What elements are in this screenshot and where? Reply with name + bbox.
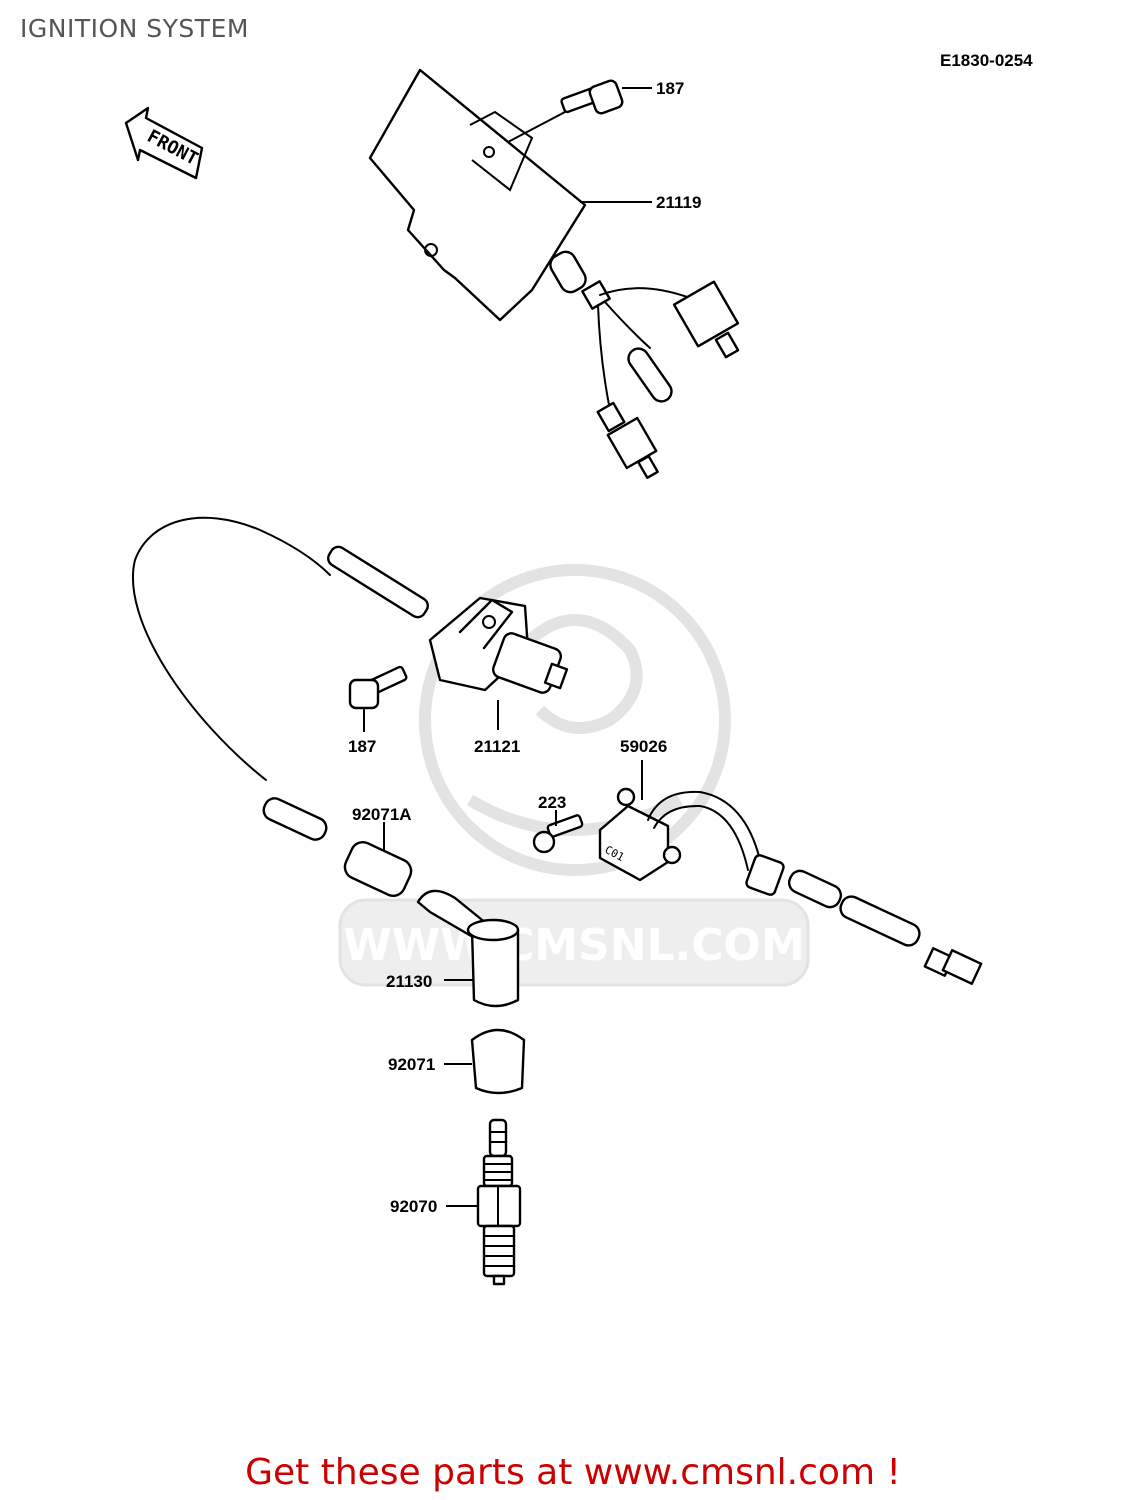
bolt-187-lower	[348, 665, 408, 710]
watermark-logo: WWW.CMSNL.COM	[338, 564, 810, 987]
leader-bolt-187-top	[507, 111, 566, 143]
callout-21130: 21130	[386, 972, 432, 991]
footer-link[interactable]: Get these parts at www.cmsnl.com !	[245, 1452, 901, 1493]
plug-cap	[416, 889, 520, 1008]
igniter-unit	[368, 68, 740, 479]
cap-92071a	[343, 841, 413, 897]
diagram-code: E1830-0254	[940, 51, 1033, 70]
bolt-187-top	[560, 79, 624, 115]
callout-21119: 21119	[656, 193, 701, 212]
ignition-coil	[132, 516, 569, 841]
callout-187-lower: 187	[348, 737, 376, 756]
callout-92071: 92071	[388, 1055, 435, 1074]
callout-21121: 21121	[474, 737, 520, 756]
cap-92071	[470, 1028, 526, 1095]
callout-92070: 92070	[390, 1197, 437, 1216]
pickup-coil: C01	[598, 787, 983, 985]
front-arrow-icon: FRONT	[124, 106, 204, 180]
watermark-text: WWW.CMSNL.COM	[343, 920, 805, 971]
callout-223: 223	[538, 793, 566, 812]
spark-plug	[476, 1118, 522, 1286]
parts-diagram: WWW.CMSNL.COM E1830-0254 FRONT 187 21119	[124, 51, 1033, 1286]
callout-59026: 59026	[620, 737, 667, 756]
callout-187-top: 187	[656, 79, 684, 98]
callout-92071a: 92071A	[352, 805, 412, 824]
page-title: IGNITION SYSTEM	[20, 14, 249, 43]
screw-223	[532, 814, 584, 854]
